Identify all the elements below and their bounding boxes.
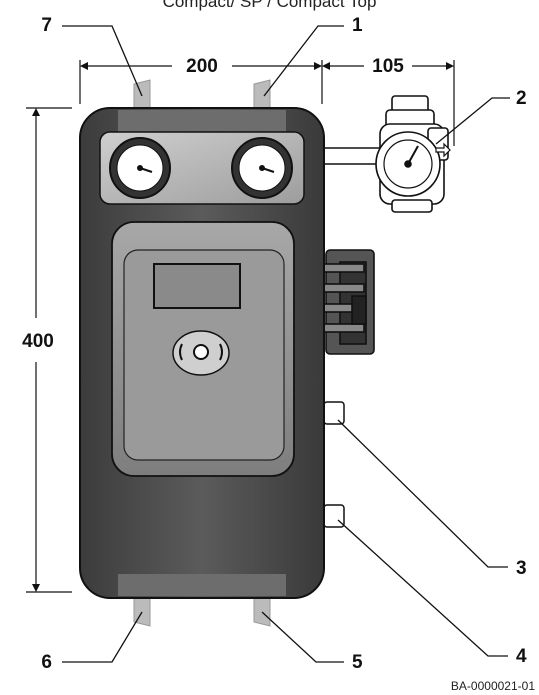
callout-2: 2 <box>516 88 527 109</box>
callout-6: 6 <box>41 652 52 673</box>
dimension-height: 400 <box>22 331 54 352</box>
dimension-arrows <box>32 62 454 592</box>
callout-1: 1 <box>352 15 363 36</box>
controller-front <box>111 221 295 477</box>
side-port-upper <box>323 401 345 425</box>
document-id: BA-0000021-01 <box>450 679 535 693</box>
side-pipe <box>319 147 383 165</box>
bottom-pipes <box>133 597 271 627</box>
side-port-lower <box>323 504 345 528</box>
callout-5: 5 <box>352 652 363 673</box>
dimension-side: 105 <box>372 56 404 77</box>
valve-icon <box>375 95 449 213</box>
callout-3: 3 <box>516 558 527 579</box>
display-screen <box>153 263 241 309</box>
thermometer-gauge-icon <box>109 137 171 199</box>
thermometer-gauge-icon-right <box>231 137 293 199</box>
arrow-right-icon <box>435 142 451 158</box>
callout-7: 7 <box>41 15 52 36</box>
diagram-title: Compact/ SP / Compact Top <box>162 0 377 11</box>
callout-4: 4 <box>516 646 527 667</box>
dimension-width: 200 <box>186 56 218 77</box>
pump-icon <box>323 249 375 355</box>
top-pipes <box>133 79 271 111</box>
callout-leaders <box>62 25 510 663</box>
pipe-top-right <box>253 79 271 111</box>
dimension-lines <box>26 60 455 593</box>
